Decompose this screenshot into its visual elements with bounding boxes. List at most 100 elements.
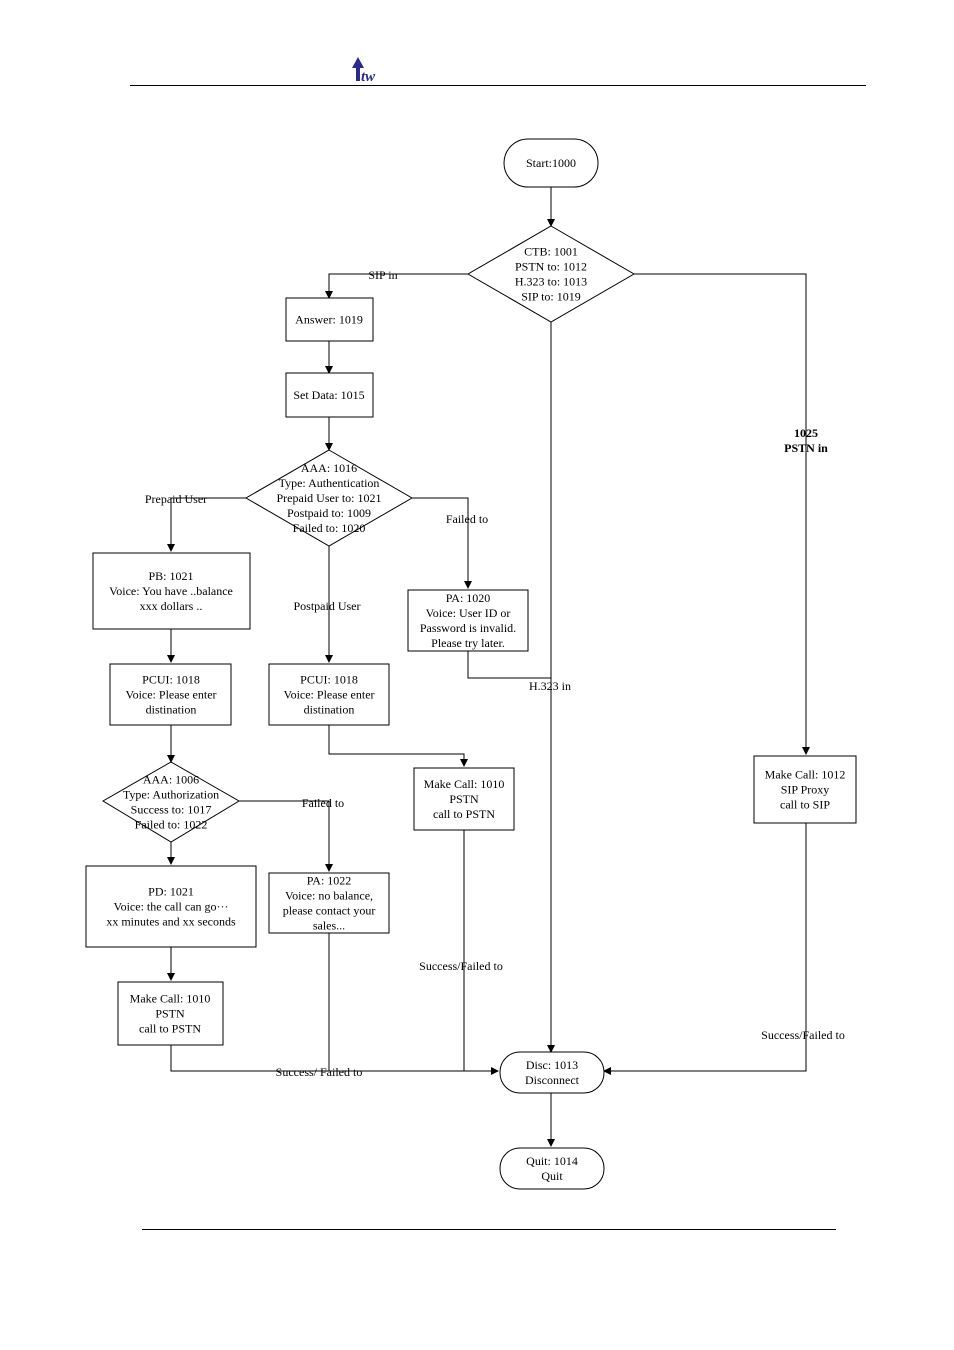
- footer-rule: [142, 1229, 836, 1230]
- edge-label-failed-to-2: Failed to: [302, 796, 344, 810]
- node-label-line: Quit: [541, 1169, 563, 1183]
- node-label-line: Please try later.: [431, 636, 505, 650]
- connectors: [167, 187, 810, 1147]
- edge-label-prepaid-user: Prepaid User: [145, 492, 207, 506]
- node-label-line: sales...: [313, 919, 345, 933]
- node-label-line: call to SIP: [780, 798, 830, 812]
- node-label-line: Failed to: 1020: [293, 521, 366, 535]
- node-label-line: Prepaid User to: 1021: [277, 491, 382, 505]
- node-label-line: distination: [304, 703, 355, 717]
- node-label-line: PB: 1021: [148, 569, 193, 583]
- node-label-line: CTB: 1001: [524, 245, 578, 259]
- node-answer: Answer: 1019: [285, 297, 374, 342]
- svg-text:tw: tw: [361, 69, 376, 83]
- node-label-line: H.323 to: 1013: [515, 275, 587, 289]
- edge-pcui-mid-makecall-mid: [328, 725, 468, 767]
- node-label-line: Answer: 1019: [295, 313, 363, 327]
- node-label-line: Disc: 1013: [526, 1058, 578, 1072]
- node-label-line: AAA: 1006: [143, 773, 199, 787]
- node-label-line: PD: 1021: [148, 885, 194, 899]
- node-label-line: Voice: User ID or: [426, 606, 511, 620]
- edge-label-success-failed-mid: Success/Failed to: [419, 959, 503, 973]
- header-rule: [130, 85, 866, 86]
- edge-label-pstn-in: PSTN in: [784, 441, 828, 455]
- node-label-line: distination: [146, 703, 197, 717]
- node-label-line: AAA: 1016: [301, 461, 357, 475]
- node-label-line: Success to: 1017: [131, 803, 212, 817]
- node-label-line: call to PSTN: [433, 807, 495, 821]
- edge-aaa1016-pb: [167, 497, 246, 552]
- node-label-line: Failed to: 1022: [135, 818, 208, 832]
- company-logo: tw: [349, 55, 379, 85]
- edge-label-success-failed-right: Success/Failed to: [761, 1028, 845, 1042]
- node-label-line: please contact your: [283, 904, 376, 918]
- node-label-line: PA: 1022: [307, 874, 352, 888]
- edge-makecall-right-disc: [603, 823, 807, 1075]
- node-label-line: SIP to: 1019: [521, 290, 581, 304]
- edge-label-sip-in: SIP in: [368, 268, 397, 282]
- node-start: Start:1000: [503, 138, 599, 188]
- node-label-line: PCUI: 1018: [142, 673, 200, 687]
- node-label: Answer: 1019: [295, 313, 363, 327]
- node-label-line: Password is invalid.: [420, 621, 516, 635]
- node-label-line: Voice: the call can go···: [113, 900, 228, 914]
- edge-ctb-makecall-right: [634, 273, 810, 755]
- node-label-line: Make Call: 1010: [424, 777, 505, 791]
- edge-aaa1016-pa1020: [412, 497, 472, 589]
- edge-makecall-left-disc: [170, 1045, 499, 1075]
- node-label-line: Start:1000: [526, 156, 576, 170]
- edge-label-pstn-in-number: 1025: [794, 426, 818, 440]
- node-label-line: Disconnect: [525, 1073, 580, 1087]
- node-label-line: Voice: Please enter: [125, 688, 216, 702]
- node-label-line: xx minutes and xx seconds: [106, 915, 236, 929]
- edge-label-success-failed-bottom: Success/ Failed to: [276, 1065, 363, 1079]
- node-label-line: xxx dollars ..: [140, 599, 203, 613]
- node-label-line: Make Call: 1010: [130, 992, 211, 1006]
- node-label-line: PSTN to: 1012: [515, 260, 587, 274]
- node-label-line: Voice: no balance,: [285, 889, 373, 903]
- edge-label-postpaid-user: Postpaid User: [294, 599, 361, 613]
- node-setdata: Set Data: 1015: [285, 372, 374, 418]
- node-label-line: SIP Proxy: [781, 783, 830, 797]
- node-label-line: Make Call: 1012: [765, 768, 846, 782]
- node-label: Start:1000: [526, 156, 576, 170]
- edge-label-h323-in: H.323 in: [529, 679, 571, 693]
- edge-label-failed-to-1: Failed to: [446, 512, 488, 526]
- node-label-line: PSTN: [155, 1007, 185, 1021]
- node-label-line: Type: Authorization: [123, 788, 219, 802]
- edge-pa1020-join: [467, 651, 551, 679]
- edge-ctb-answer: [325, 273, 468, 299]
- node-label-line: Postpaid to: 1009: [287, 506, 371, 520]
- node-label-line: Voice: You have ..balance: [109, 584, 233, 598]
- node-label-line: Set Data: 1015: [293, 388, 364, 402]
- node-label-line: Voice: Please enter: [283, 688, 374, 702]
